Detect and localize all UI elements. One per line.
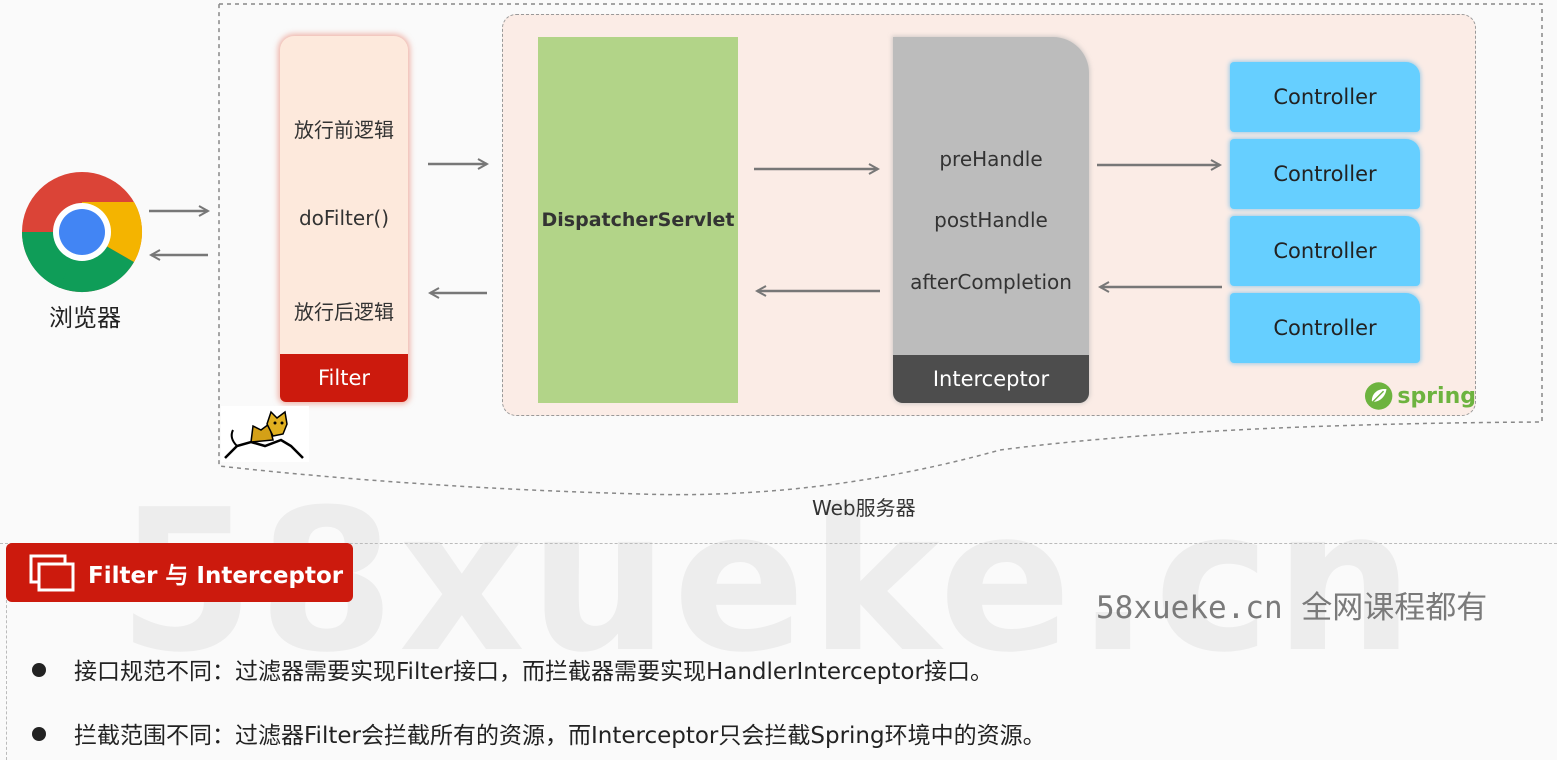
bullet-dot — [32, 662, 46, 677]
interceptor-posthandle: postHandle — [934, 208, 1048, 232]
spring-label: spring — [1397, 383, 1476, 409]
controller-box: Controller — [1230, 139, 1420, 209]
controller-box: Controller — [1230, 293, 1420, 363]
web-server-outline — [218, 3, 1543, 496]
filter-do-filter: doFilter() — [298, 206, 390, 230]
browser-label: 浏览器 — [49, 304, 121, 332]
tomcat-icon — [221, 406, 309, 466]
windows-icon — [29, 554, 75, 591]
bullet-text: 接口规范不同：过滤器需要实现Filter接口，而拦截器需要实现HandlerIn… — [74, 659, 993, 685]
chrome-icon — [20, 170, 144, 298]
controller-box: Controller — [1230, 216, 1420, 286]
flow-arrows — [149, 0, 1222, 420]
spring-logo: spring — [1364, 380, 1476, 412]
interceptor-aftercompletion: afterCompletion — [910, 270, 1072, 294]
bullet-text: 拦截范围不同：过滤器Filter会拦截所有的资源，而Interceptor只会拦… — [74, 723, 1046, 749]
dispatcher-servlet-label: DispatcherServlet — [541, 209, 735, 231]
controller-box: Controller — [1230, 62, 1420, 132]
watermark-text: 58xueke.cn 全网课程都有 — [1096, 590, 1488, 626]
filter-block: 放行前逻辑 doFilter() 放行后逻辑 Filter — [280, 36, 408, 402]
web-server-label: Web服务器 — [812, 496, 916, 520]
section-header: Filter 与 Interceptor — [6, 543, 353, 602]
section-left-border — [6, 600, 7, 760]
section-title: Filter 与 Interceptor — [88, 562, 344, 589]
filter-after-logic: 放行后逻辑 — [294, 300, 394, 324]
bullet-dot — [32, 726, 46, 741]
bullet-item: 接口规范不同：过滤器需要实现Filter接口，而拦截器需要实现HandlerIn… — [32, 652, 1522, 686]
section-divider — [0, 543, 1557, 544]
filter-footer-label: Filter — [280, 354, 408, 402]
interceptor-footer-label: Interceptor — [893, 355, 1089, 403]
filter-before-logic: 放行前逻辑 — [294, 118, 394, 142]
interceptor-block: preHandle postHandle afterCompletion Int… — [893, 37, 1089, 403]
spring-leaf-icon — [1364, 382, 1393, 410]
dispatcher-servlet-block: DispatcherServlet — [538, 37, 738, 403]
bullet-item: 拦截范围不同：过滤器Filter会拦截所有的资源，而Interceptor只会拦… — [32, 716, 1522, 750]
interceptor-prehandle: preHandle — [939, 147, 1043, 171]
